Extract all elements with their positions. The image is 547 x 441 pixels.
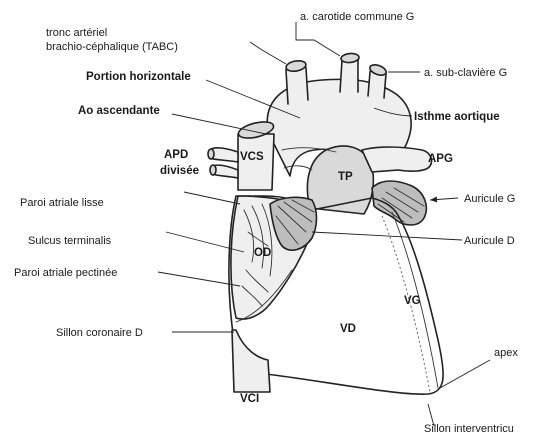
label-isthme: Isthme aortique [414,111,500,123]
label-auricule-g: Auricule G [464,193,515,205]
label-subclaviere: a. sub-clavière G [424,67,507,79]
label-vg: VG [404,295,421,307]
label-paroi-lisse: Paroi atriale lisse [20,197,104,209]
label-carotide: a. carotide commune G [300,11,414,23]
left-pulmonary-artery [362,147,432,172]
label-sulcus: Sulcus terminalis [28,235,112,247]
label-vcs: VCS [240,151,264,163]
apd-branches [208,148,238,178]
heart-drawing [208,53,443,394]
label-paroi-pectinee: Paroi atriale pectinée [14,267,117,279]
label-vci: VCI [240,393,259,405]
label-apd: APD [164,149,188,161]
label-tabc-line2: brachio-céphalique (TABC) [46,41,178,53]
label-portion-horizontale: Portion horizontale [86,71,191,83]
label-apex: apex [494,347,518,359]
label-tabc-line1: tronc artériel [46,27,107,39]
label-od: OD [254,247,271,259]
label-divisee: divisée [160,165,199,177]
label-sillon-interventriculaire: Sillon interventricu [424,423,514,435]
label-auricule-d: Auricule D [464,235,515,247]
label-apg: APG [428,153,453,165]
label-sillon-coronaire: Sillon coronaire D [56,327,143,339]
ivc-vessel [232,330,270,392]
label-vd: VD [340,323,356,335]
label-ao-ascendante: Ao ascendante [78,105,160,117]
label-tp: TP [338,171,353,183]
